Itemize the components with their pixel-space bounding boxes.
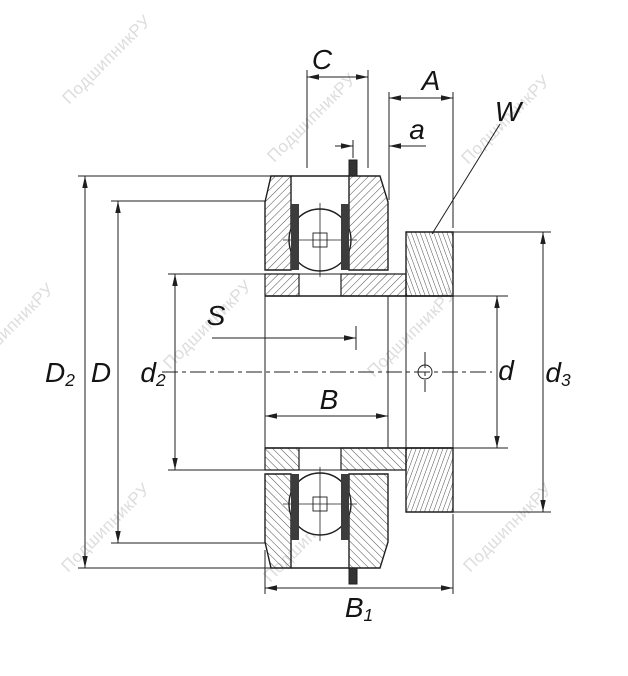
inner-ring-section	[340, 273, 407, 297]
dim-label-a: a	[409, 114, 425, 145]
dim-label-D: D	[90, 357, 112, 388]
dim-label-B1: B1	[344, 592, 374, 626]
dim-label-d2: d2	[140, 357, 166, 391]
locating-pin	[348, 159, 358, 177]
seal	[341, 204, 349, 270]
dim-label-A: A	[421, 65, 441, 96]
leader-line-W	[431, 123, 501, 235]
dim-label-D2: D2	[45, 357, 75, 391]
ball-center-mark	[312, 232, 328, 248]
inner-ring-section	[264, 273, 300, 297]
dim-label-C: C	[311, 44, 333, 75]
dim-label-B: B	[319, 384, 339, 415]
dim-label-S: S	[206, 300, 226, 331]
dim-label-W: W	[494, 96, 522, 127]
locking-collar-section	[405, 231, 454, 297]
set-screw-hole	[417, 364, 433, 380]
outer-ring-section	[348, 175, 389, 271]
seal	[291, 204, 299, 270]
dim-label-d: d	[498, 355, 514, 386]
dim-label-d3: d3	[545, 357, 571, 391]
outer-ring-section	[264, 175, 292, 271]
